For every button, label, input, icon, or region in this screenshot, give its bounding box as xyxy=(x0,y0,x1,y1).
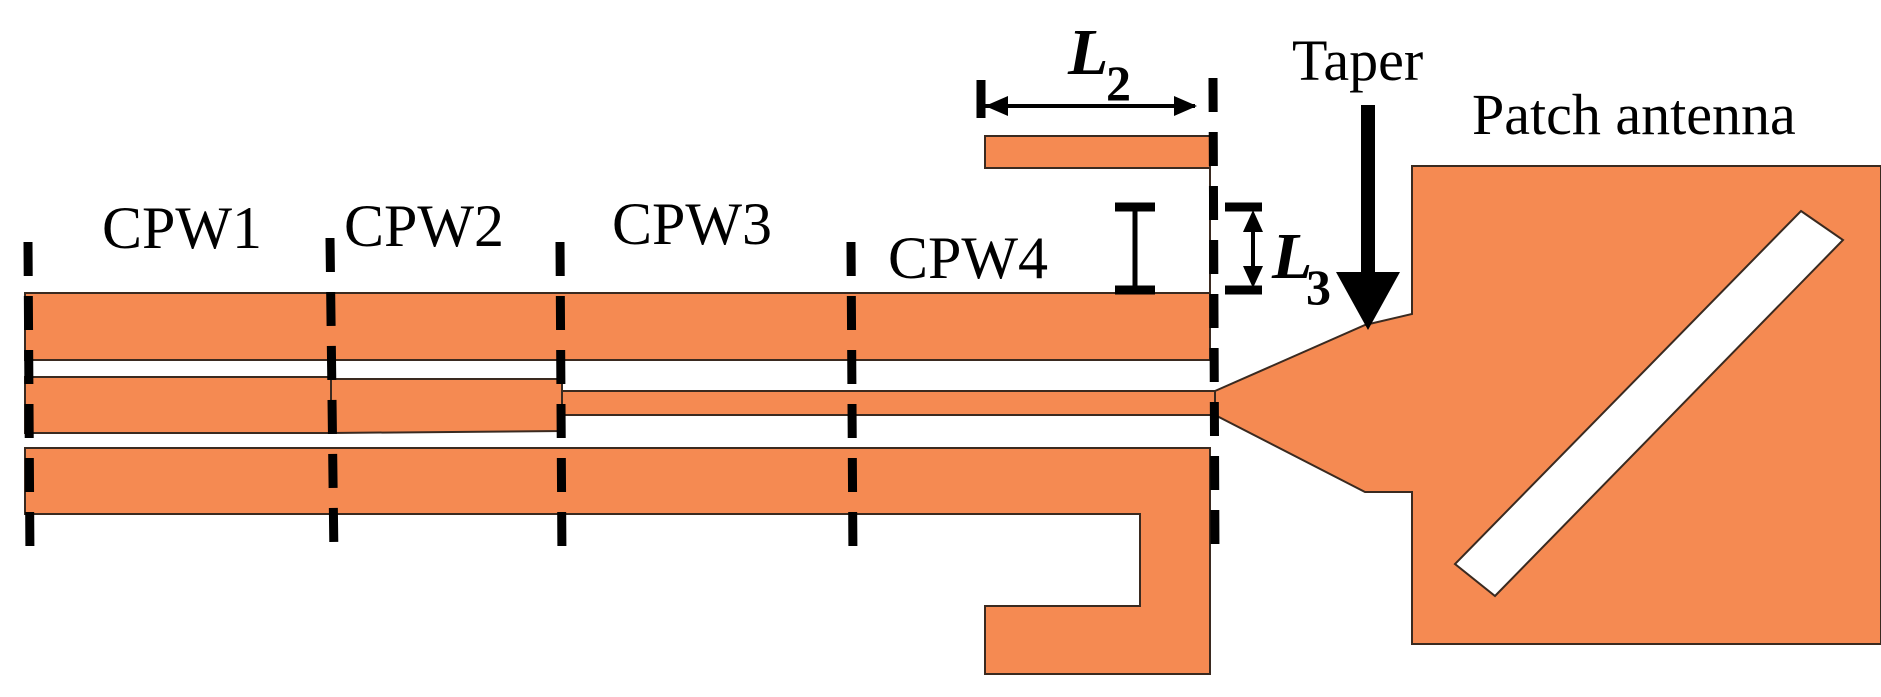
cpw2-label: CPW2 xyxy=(344,193,504,259)
cpw4-label: CPW4 xyxy=(888,225,1048,291)
signal-line-cpw3-cpw4 xyxy=(561,390,1216,416)
section-dividers xyxy=(23,77,1220,565)
l2-arrowhead-right xyxy=(1174,96,1197,116)
metal-layer xyxy=(24,135,1881,675)
patch-slot xyxy=(1453,209,1845,598)
l2-arrowhead-left xyxy=(985,96,1008,116)
l3-dimension xyxy=(1115,202,1262,295)
cpw3-label: CPW3 xyxy=(612,191,772,257)
cpw1-label: CPW1 xyxy=(102,195,262,261)
l2-dimension xyxy=(976,80,1197,118)
l2-subscript: 2 xyxy=(1106,55,1131,111)
l2-label: L xyxy=(1067,16,1108,89)
l3-label: L xyxy=(1271,220,1312,293)
divider-cpw4-end xyxy=(1208,77,1220,561)
l3-subscript: 3 xyxy=(1306,259,1331,315)
patch-antenna-label: Patch antenna xyxy=(1472,82,1796,147)
signal-line-cpw1 xyxy=(24,376,332,434)
signal-line-cpw2 xyxy=(330,378,563,435)
taper-and-patch xyxy=(1214,165,1881,645)
taper-label: Taper xyxy=(1292,28,1423,93)
lower-ground-plane xyxy=(24,447,1211,675)
taper-arrow xyxy=(1336,105,1400,330)
l3-arrow xyxy=(1243,210,1263,288)
